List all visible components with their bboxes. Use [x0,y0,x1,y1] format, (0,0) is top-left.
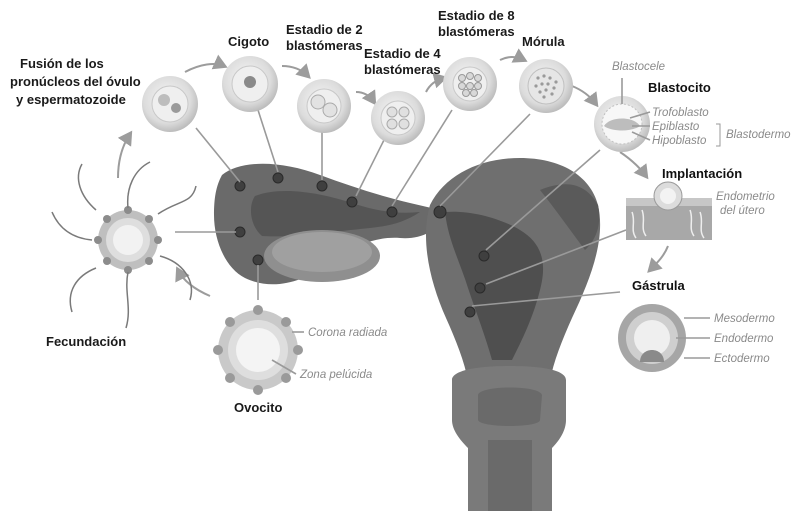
oocyte-label: Ovocito [234,400,282,415]
two-cell-label-line1: Estadio de 2 [286,22,363,37]
ectoderm-label: Ectodermo [714,353,770,365]
zygote-label: Cigoto [228,34,269,49]
four-cell-stage [371,91,425,145]
eight-cell-label-line2: blastómeras [438,24,515,39]
blastoderm-label: Blastodermo [726,129,791,141]
eight-cell-label-line1: Estadio de 8 [438,8,515,23]
dot-2 [273,173,283,183]
blastoderm-bracket [716,124,720,146]
two-cell-stage [297,79,351,133]
endometrium-label-line2: del útero [720,205,765,217]
dot-6 [434,206,446,218]
fusion-cell [142,76,198,132]
four-cell-label-line2: blastómeras [364,62,441,77]
endometrium-label-line1: Endometrio [716,191,775,203]
zona-pellucida-label: Zona pelúcida [299,369,372,381]
blastocele-label: Blastocele [612,61,665,73]
dot-7 [479,251,489,261]
fusion-label-line1: Fusión de los [20,56,104,71]
endoderm-label: Endodermo [714,333,774,345]
blastocyst-label: Blastocito [648,80,711,95]
fertilization-illustration [52,162,196,328]
morula-label: Mórula [522,34,565,49]
dot-11 [253,255,263,265]
gastrula-label: Gástrula [632,278,686,293]
blastocyst-cell [594,96,650,152]
morula-cell [519,59,573,113]
gastrula-illustration [618,304,686,372]
dot-8 [475,283,485,293]
dot-10 [235,227,245,237]
zygote-cell [222,56,278,112]
corona-radiata-label: Corona radiada [308,327,387,339]
dot-9 [465,307,475,317]
epiblast-label: Epiblasto [652,121,700,133]
implantation-illustration [626,182,712,240]
dot-4 [347,197,357,207]
mesoderm-label: Mesodermo [714,313,775,325]
hypoblast-label: Hipoblasto [652,135,707,147]
dot-5 [387,207,397,217]
dot-3 [317,181,327,191]
fertilization-label: Fecundación [46,334,126,349]
dot-1 [235,181,245,191]
fusion-label-line2: pronúcleos del óvulo [10,74,141,89]
two-cell-label-line2: blastómeras [286,38,363,53]
fusion-label-line3: y espermatozoide [16,92,126,107]
trophoblast-label: Trofoblasto [652,107,709,119]
four-cell-label-line1: Estadio de 4 [364,46,441,61]
implantation-label: Implantación [662,166,742,181]
oocyte-illustration [213,305,304,395]
eight-cell-stage [443,57,497,111]
